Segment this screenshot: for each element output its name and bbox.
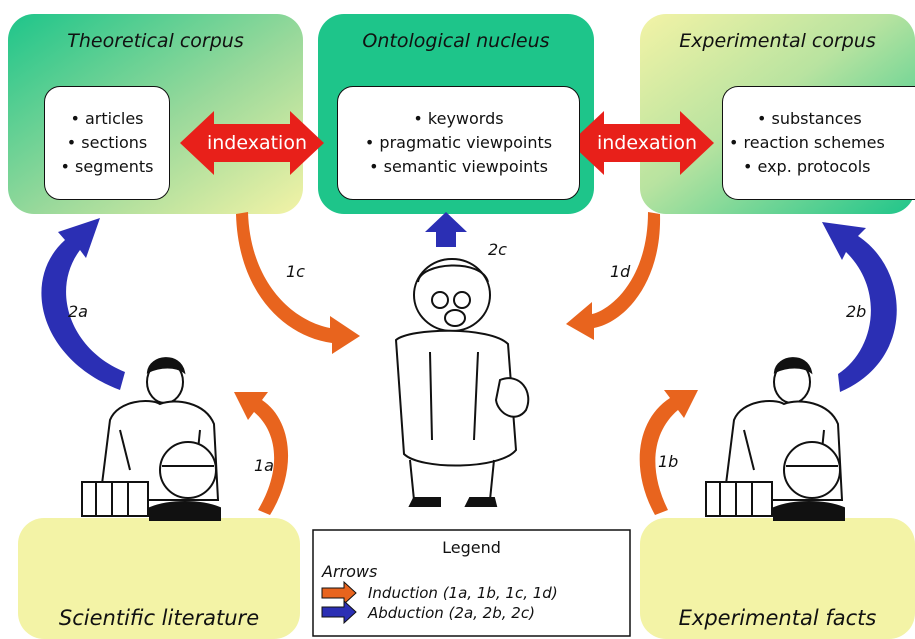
step-1a-label: 1a — [254, 456, 274, 475]
step-2a-label: 2a — [68, 302, 88, 321]
theoretical-items-box: • articles • sections • segments — [44, 86, 170, 200]
experimental-corpus-title: Experimental corpus — [679, 30, 876, 52]
ontological-items-box: • keywords • pragmatic viewpoints • sema… — [337, 86, 580, 200]
arrow-2a — [41, 218, 125, 390]
arrow-2c — [425, 212, 467, 247]
step-2b-label: 2b — [846, 302, 867, 321]
experimental-facts-panel-bg — [640, 518, 915, 639]
professor-icon — [394, 258, 530, 507]
legend-abduction-text: Abduction (2a, 2b, 2c) — [368, 604, 535, 622]
indexation-arrow-left — [180, 111, 324, 175]
theoretical-item: • sections — [66, 133, 148, 152]
theoretical-item: • segments — [60, 157, 154, 176]
step-1c-label: 1c — [286, 262, 305, 281]
legend-title: Legend — [442, 538, 501, 557]
indexation-label-right: indexation — [596, 132, 698, 154]
ontological-item: • pragmatic viewpoints — [364, 133, 553, 152]
legend-abduction-arrow — [321, 599, 357, 625]
experimental-item: • reaction schemes — [729, 133, 885, 152]
ontological-nucleus-title: Ontological nucleus — [362, 30, 550, 52]
scientific-literature-label: Scientific literature — [58, 606, 260, 630]
arrow-1d — [566, 212, 661, 340]
legend-subtitle: Arrows — [322, 562, 378, 581]
scientist-experimenting-icon — [705, 357, 845, 521]
legend-induction-arrow — [321, 580, 357, 606]
arrow-1b — [639, 390, 698, 515]
scientist-reading-icon — [81, 357, 221, 521]
arrow-1a — [234, 392, 289, 515]
indexation-arrow-right — [570, 111, 714, 175]
arrow-2b — [822, 222, 897, 392]
step-1b-label: 1b — [658, 452, 679, 471]
theoretical-corpus-title: Theoretical corpus — [67, 30, 244, 52]
experimental-item: • exp. protocols — [743, 157, 871, 176]
experimental-items-box: • substances • reaction schemes • exp. p… — [722, 86, 915, 200]
theoretical-item: • articles — [70, 109, 144, 128]
legend-box — [312, 529, 631, 637]
arrow-1c — [236, 212, 360, 354]
legend-induction-text: Induction (1a, 1b, 1c, 1d) — [368, 584, 558, 602]
step-2c-label: 2c — [488, 240, 507, 259]
scientific-literature-panel-bg — [18, 518, 300, 639]
ontological-item: • semantic viewpoints — [369, 157, 548, 176]
ontological-item: • keywords — [413, 109, 504, 128]
experimental-item: • substances — [757, 109, 862, 128]
indexation-label-left: indexation — [206, 132, 308, 154]
step-1d-label: 1d — [610, 262, 631, 281]
experimental-facts-label: Experimental facts — [678, 606, 877, 630]
